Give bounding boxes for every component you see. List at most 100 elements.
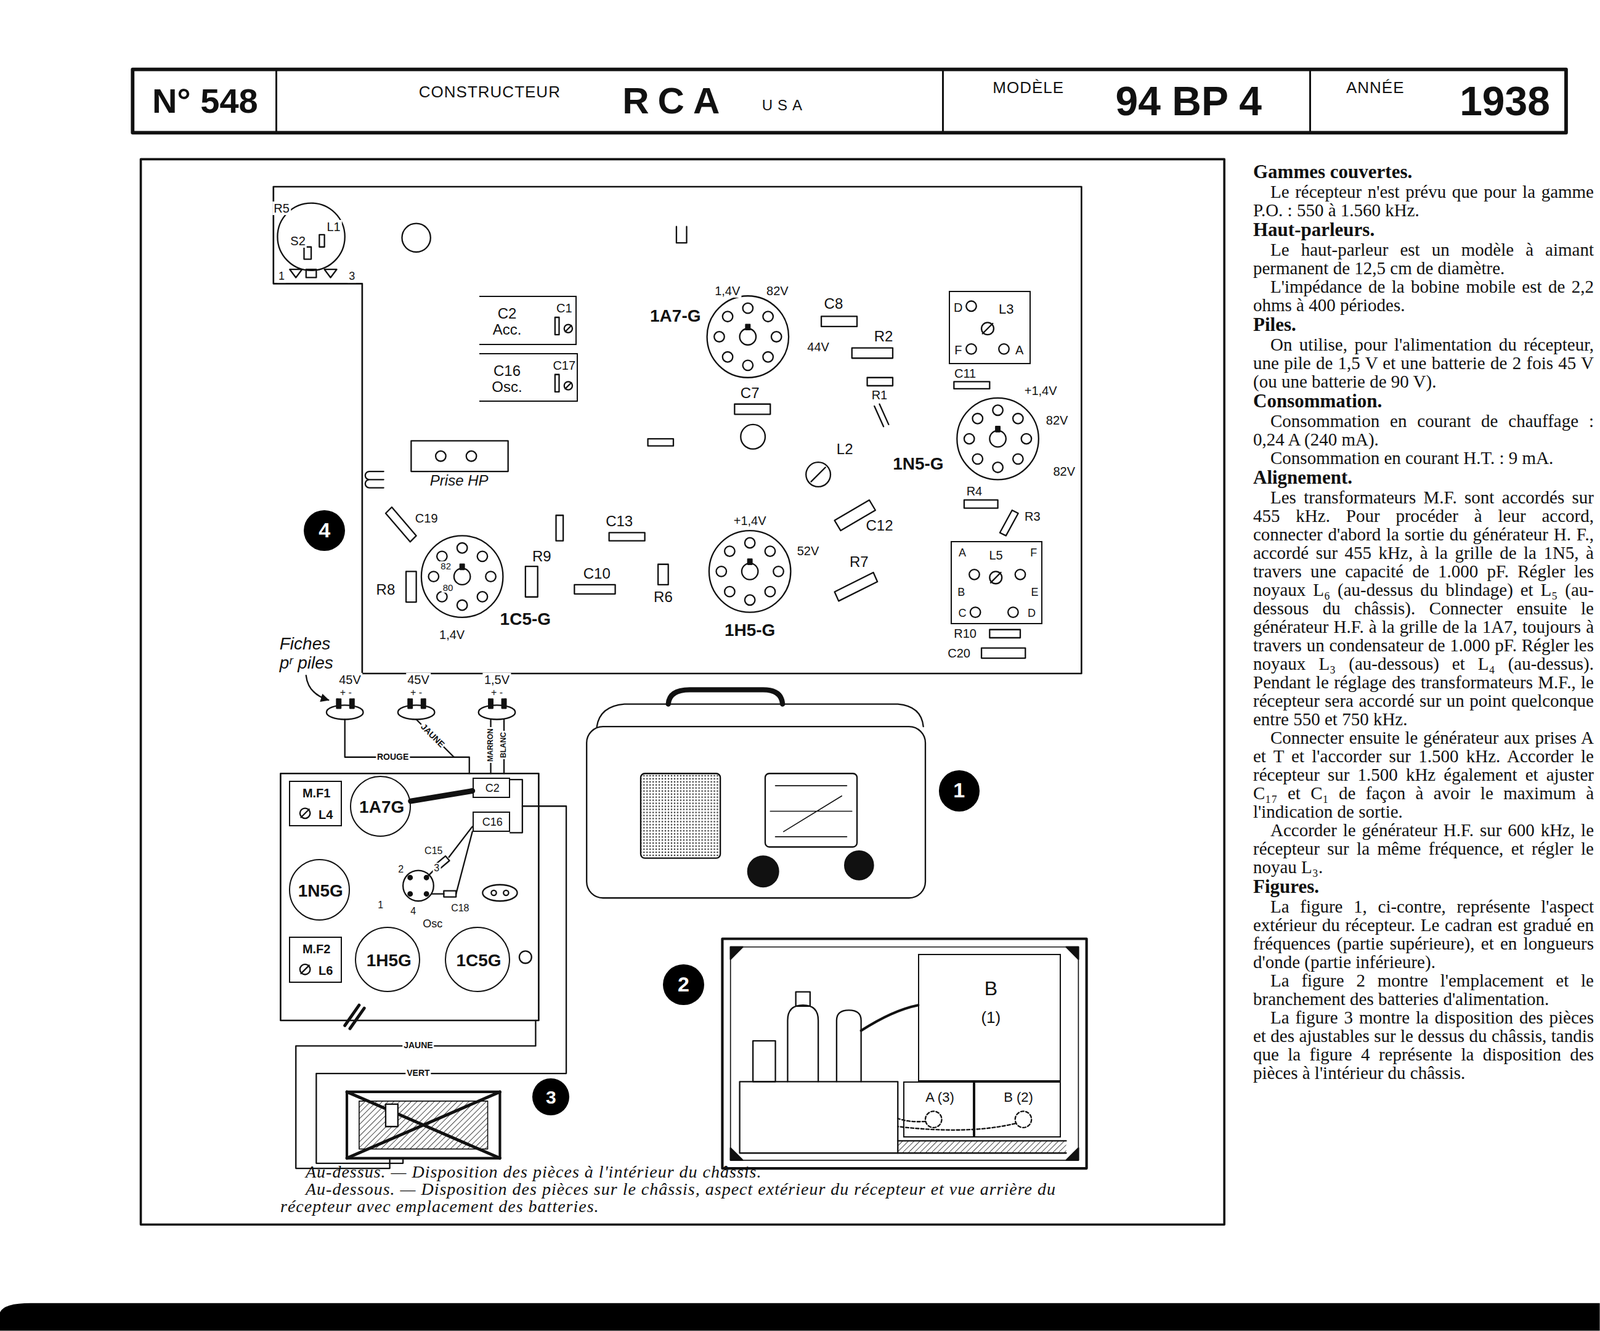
- part-label: S2: [288, 234, 307, 248]
- chassis-top: [510, 779, 523, 833]
- coil-pin-hole: [966, 301, 1026, 618]
- field-name: CONSTRUCTEUR: [418, 83, 561, 102]
- pin-number: 1: [277, 270, 286, 283]
- trimmer-symbol: [981, 322, 994, 335]
- part-name: M.F2: [302, 942, 331, 956]
- header-cell: N° 548: [132, 69, 278, 134]
- component-symbol: [435, 450, 447, 462]
- callout-number: 4: [303, 510, 345, 551]
- component-symbol: [981, 648, 1026, 659]
- caption-text: Au-dessous. — Disposition des pièces sur…: [280, 1180, 1107, 1215]
- battery-plug: [407, 698, 413, 708]
- antenna-wire: [316, 805, 567, 1164]
- body-text: Le haut-parleur est un modèle à aimant p…: [1253, 240, 1594, 278]
- tube-circle: 1C5G: [444, 926, 511, 992]
- trimmer-symbol: [564, 324, 573, 333]
- tube-socket: [956, 397, 1039, 480]
- part-label: R1: [870, 388, 890, 402]
- receiver-rear-view: [897, 1140, 1066, 1153]
- receiver-rear-view: [787, 1004, 819, 1082]
- tube-socket: [421, 535, 503, 617]
- chassis-interior: [273, 186, 1082, 674]
- section-heading: Consommation.: [1253, 390, 1594, 412]
- component-symbol: [867, 377, 893, 386]
- chassis-top: [345, 1004, 365, 1029]
- chassis-top: [503, 890, 509, 896]
- frame-antenna: [346, 1091, 500, 1159]
- pin-number: 82: [439, 561, 453, 572]
- receiver-rear-view: [722, 938, 1087, 1169]
- chassis-top: [424, 875, 429, 880]
- wire-color: ROUGE: [375, 752, 410, 762]
- battery-plug: [349, 698, 355, 708]
- trimmer-symbol: [301, 965, 310, 974]
- callout-number: 2: [662, 964, 704, 1005]
- chassis-top: [424, 891, 429, 896]
- body-text: Consommation en courant H.T. : 9 mA.: [1253, 448, 1594, 468]
- frame-antenna: [346, 1091, 500, 1159]
- callout-number: 3: [532, 1078, 570, 1116]
- component-symbol: [811, 467, 826, 482]
- trimmer-bracket: C2 Acc.C1: [479, 295, 577, 345]
- pin-number: 3: [432, 862, 441, 874]
- trimmer-symbol: [300, 964, 311, 975]
- if-transformer-can: M.F1L4: [288, 780, 342, 827]
- tube-socket: [421, 295, 1039, 618]
- trimmer-symbol: [564, 382, 572, 389]
- trimmer-box: C2: [472, 777, 511, 798]
- receiver-rear-view: [730, 946, 1079, 1161]
- tube-name: 1A7G: [359, 797, 405, 817]
- trimmer-symbol: [982, 323, 994, 334]
- part-label: C8: [823, 295, 845, 312]
- pin-number: 4: [409, 905, 418, 917]
- part-label: R4: [965, 484, 984, 498]
- component-symbol: [852, 348, 893, 359]
- component-symbol: [406, 571, 417, 602]
- body-text: Le récepteur n'est prévu que pour la gam…: [1253, 182, 1594, 220]
- receiver-rear-view: [897, 1118, 926, 1122]
- battery-plug: [502, 698, 507, 708]
- part-name: L5: [988, 548, 1003, 562]
- coil-pin-hole: [970, 606, 981, 618]
- receiver-cabinet: [668, 689, 783, 704]
- pin-name: E: [1031, 587, 1039, 600]
- part-label: R5: [272, 201, 291, 216]
- trimmer-symbol: [300, 808, 311, 819]
- caption-text: Au-dessus. — Disposition des pièces à l'…: [280, 1163, 1107, 1181]
- antenna-coil: [306, 269, 317, 278]
- part-name: M.F1: [302, 786, 331, 800]
- antenna-coil: [319, 234, 325, 248]
- model-number: 94 BP 4: [1115, 78, 1262, 124]
- polarity-mark: + -: [489, 687, 504, 699]
- pin-name: B: [957, 587, 965, 600]
- battery-name: B (2): [1003, 1089, 1034, 1105]
- part-label: C7: [739, 384, 761, 401]
- chassis-top: [443, 890, 456, 898]
- component-symbol: [834, 572, 878, 601]
- tube-socket: [707, 295, 789, 378]
- voltage-label: 45V: [337, 672, 363, 687]
- pin-number: 2: [396, 863, 405, 875]
- pin-name: A: [958, 547, 967, 560]
- component-symbol: [648, 438, 674, 447]
- part-label: C11: [953, 366, 978, 381]
- body-text: L'impédance de la bobine mobile est de 2…: [1253, 277, 1594, 315]
- component-symbol: [805, 462, 831, 487]
- battery-box: A (3): [903, 1081, 975, 1138]
- receiver-rear-view: [1015, 1110, 1032, 1127]
- section-heading: Haut-parleurs.: [1253, 219, 1594, 241]
- coil-pin-hole: [969, 569, 980, 580]
- trimmer-symbol: [301, 808, 310, 817]
- tube-label: 1N5-G: [891, 454, 945, 474]
- wire-color: VERT: [405, 1068, 431, 1078]
- if-transformer: AFL5BECD: [950, 540, 1043, 625]
- chassis-top: [431, 831, 472, 894]
- part-label: L1: [325, 219, 342, 234]
- section-heading: Alignement.: [1253, 467, 1594, 488]
- tube-name: 1C5G: [455, 950, 501, 970]
- tube-name: 1N5G: [298, 881, 344, 901]
- body-text: La figure 1, ci-contre, représente l'asp…: [1253, 897, 1594, 971]
- component-symbol: [989, 629, 1021, 638]
- battery-box: B(1): [917, 953, 1061, 1082]
